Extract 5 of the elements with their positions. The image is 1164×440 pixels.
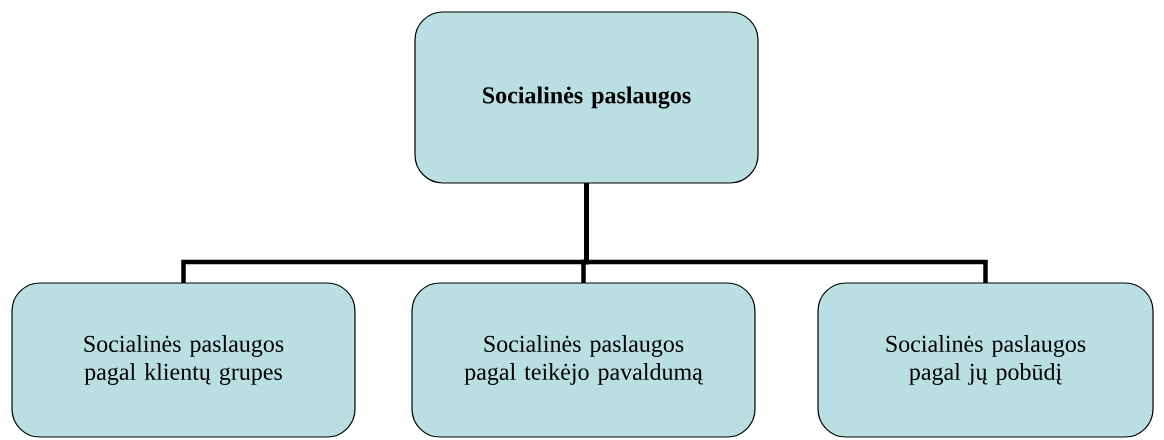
rounded-box: Socialinės paslaugos: [414, 11, 759, 184]
rounded-box: Socialinės paslaugos pagal jų pobūdį: [817, 282, 1154, 438]
rounded-box: Socialinės paslaugos pagal teikėjo pavaldumą: [411, 282, 756, 438]
rounded-box: Socialinės paslaugos pagal klientų grupes: [11, 282, 356, 438]
connector-line: [584, 182, 988, 284]
